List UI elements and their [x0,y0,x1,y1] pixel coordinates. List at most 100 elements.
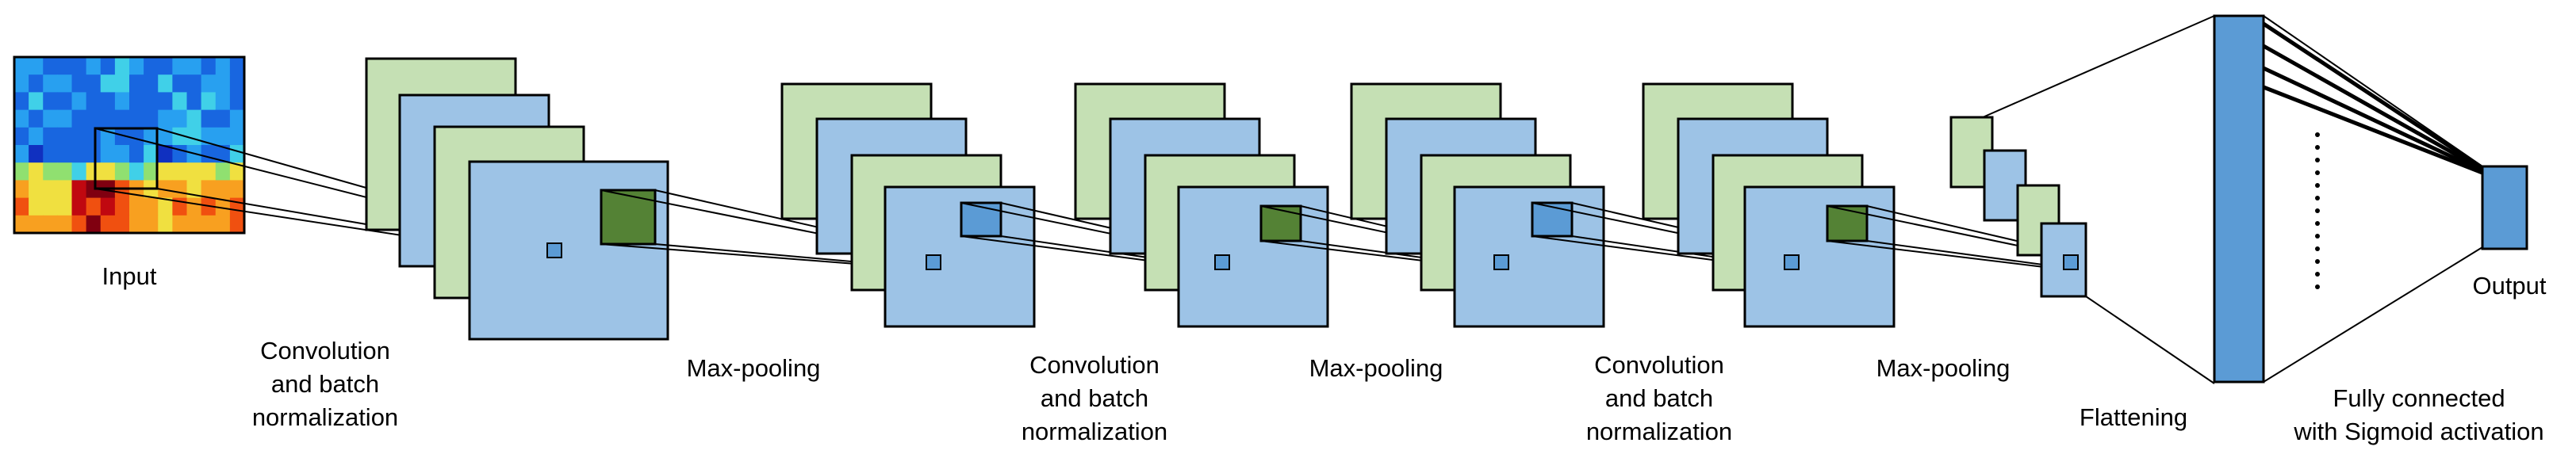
heatmap-cell [129,197,144,216]
heatmap-cell [172,127,188,146]
heatmap-cell [144,145,159,163]
heatmap-cell [14,180,29,199]
heatmap-cell [14,145,29,163]
heatmap-cell [114,92,130,111]
conv1-kernel [600,189,657,246]
heatmap-cell [201,162,217,181]
heatmap-cell [100,162,116,181]
heatmap-cell [144,215,159,234]
heatmap-cell [43,145,58,163]
heatmap-cell [43,74,58,93]
heatmap-cell [29,145,44,163]
heatmap-cell [43,57,58,75]
heatmap-cell [201,57,217,75]
heatmap-cell [14,127,29,146]
heatmap-cell [215,215,231,234]
pool2-kernel [1531,201,1574,238]
heatmap-cell [71,127,87,146]
flatten-funnel-lines [1982,15,2215,384]
heatmap-cell [158,57,173,75]
input-heatmap-border [13,55,246,235]
heatmap-cell [229,92,245,111]
heatmap-cell [186,197,202,216]
label-conv2: Convolution and batch normalization [1021,351,1168,445]
label-output: Output [2472,272,2547,300]
heatmap-cell [71,92,87,111]
heatmap-cell [86,57,102,75]
heatmap-cell [201,180,217,199]
heatmap-cell [100,215,116,234]
heatmap-cell [71,197,87,216]
heatmap-cell [129,109,144,128]
heatmap-cell [186,162,202,181]
heatmap-cell [114,145,130,163]
heatmap-cell [14,162,29,181]
heatmap-cell [43,127,58,146]
heatmap-cell [57,74,73,93]
heatmap-cell [201,215,217,234]
conv2-neuron [1214,254,1230,270]
heatmap-cell [215,92,231,111]
heatmap-cell [14,197,29,216]
ellipsis-dots [2315,132,2320,289]
heatmap-cell [129,145,144,163]
heatmap-cell [201,145,217,163]
heatmap-cell [201,74,217,93]
heatmap-cell [100,92,116,111]
heatmap-cell [186,127,202,146]
heatmap-cell [186,92,202,111]
heatmap-cell [158,92,173,111]
heatmap-cell [129,92,144,111]
heatmap-cell [215,57,231,75]
heatmap-cell [71,215,87,234]
heatmap-cell [100,145,116,163]
heatmap-cell [86,197,102,216]
conv2-kernel [1259,204,1302,242]
heatmap-cell [158,145,173,163]
heatmap-cell [29,127,44,146]
heatmap-cell [57,180,73,199]
heatmap-cell [215,145,231,163]
heatmap-cell [86,180,102,199]
heatmap-cell [229,109,245,128]
label-pool2: Max-pooling [1309,354,1443,382]
heatmap-cell [158,197,173,216]
heatmap-cell [201,127,217,146]
heatmap-cell [71,57,87,75]
heatmap-cell [29,162,44,181]
heatmap-cell [100,74,116,93]
heatmap-cell [201,197,217,216]
heatmap-cell [215,197,231,216]
heatmap-cell [114,162,130,181]
pool2-feature-stack [1350,82,1605,328]
heatmap-cell [229,74,245,93]
heatmap-cell [144,92,159,111]
heatmap-cell [172,145,188,163]
heatmap-cell [14,57,29,75]
heatmap-cell [229,180,245,199]
pool3-neuron [2063,254,2079,270]
heatmap-cell [114,127,130,146]
heatmap-cell [14,92,29,111]
heatmap-cell [158,109,173,128]
heatmap-cell [71,109,87,128]
heatmap-cell [57,127,73,146]
heatmap-cell [229,127,245,146]
dense-edge-lines [2263,15,2483,383]
heatmap-cell [144,197,159,216]
heatmap-cell [86,74,102,93]
heatmap-cell [29,74,44,93]
heatmap-cell [57,109,73,128]
pool2-neuron [1493,254,1509,270]
conv3-neuron [1784,254,1800,270]
heatmap-cell [100,109,116,128]
heatmap-cell [14,215,29,234]
heatmap-cell [43,197,58,216]
heatmap-cell [114,215,130,234]
heatmap-cell [86,215,102,234]
label-flatten: Flattening [2079,403,2188,431]
input-heatmap [14,57,245,234]
heatmap-cell [71,145,87,163]
heatmap-cell [158,74,173,93]
